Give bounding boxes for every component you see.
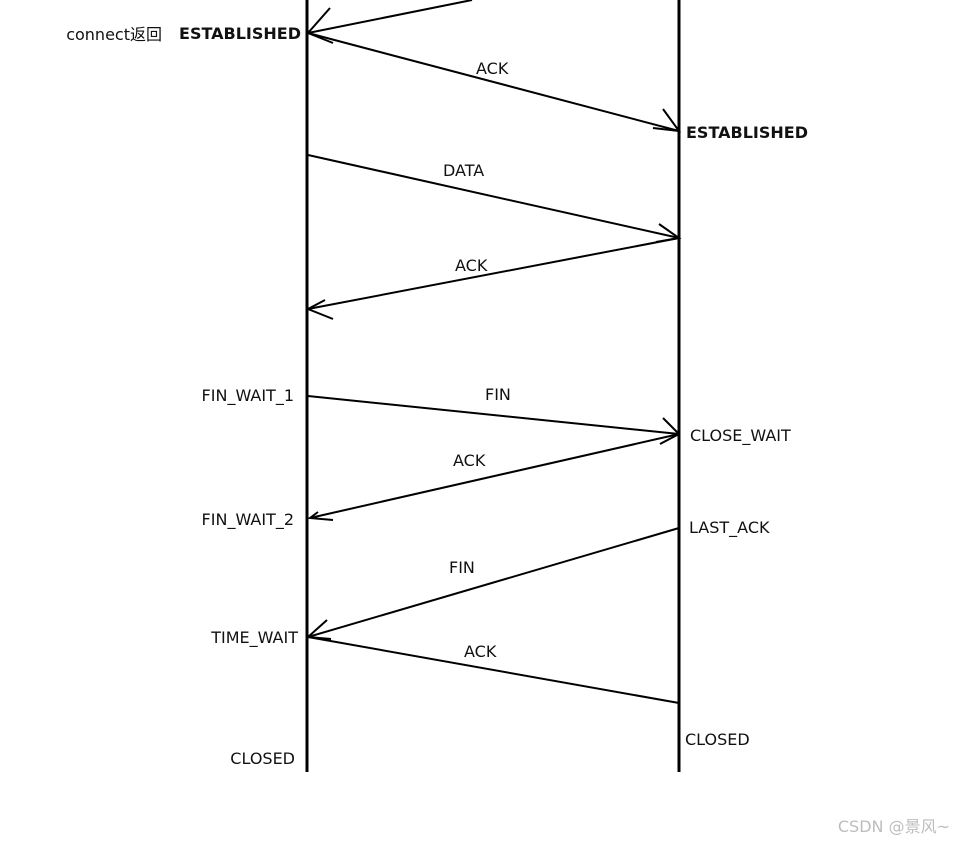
arrow-ack-4	[307, 636, 680, 704]
message-label: ACK	[464, 642, 497, 661]
watermark: CSDN @景风~	[838, 817, 950, 836]
arrow-synack-partial	[306, 0, 473, 44]
server-state-established: ESTABLISHED	[686, 123, 808, 142]
client-connect-return-label: connect返回	[66, 25, 162, 44]
message-label: DATA	[443, 161, 484, 180]
message-label: FIN	[449, 558, 475, 577]
message-label: ACK	[455, 256, 488, 275]
message-label: ACK	[476, 59, 509, 78]
server-state-closed: CLOSED	[685, 730, 750, 749]
arrow-ack-2	[305, 237, 680, 320]
client-state-fin-wait-2: FIN_WAIT_2	[202, 510, 294, 530]
client-state-fin-wait-1: FIN_WAIT_1	[202, 386, 294, 406]
arrow-ack-1	[307, 32, 682, 133]
arrow-data	[307, 154, 682, 243]
message-label: FIN	[485, 385, 511, 404]
client-state-time-wait: TIME_WAIT	[210, 628, 298, 648]
message-label: ACK	[453, 451, 486, 470]
server-state-close-wait: CLOSE_WAIT	[690, 426, 791, 446]
client-state-established: ESTABLISHED	[179, 24, 301, 43]
arrow-fin-2	[305, 527, 680, 640]
server-state-last-ack: LAST_ACK	[689, 518, 770, 538]
client-state-closed: CLOSED	[230, 749, 295, 768]
arrow-ack-3	[307, 433, 680, 521]
